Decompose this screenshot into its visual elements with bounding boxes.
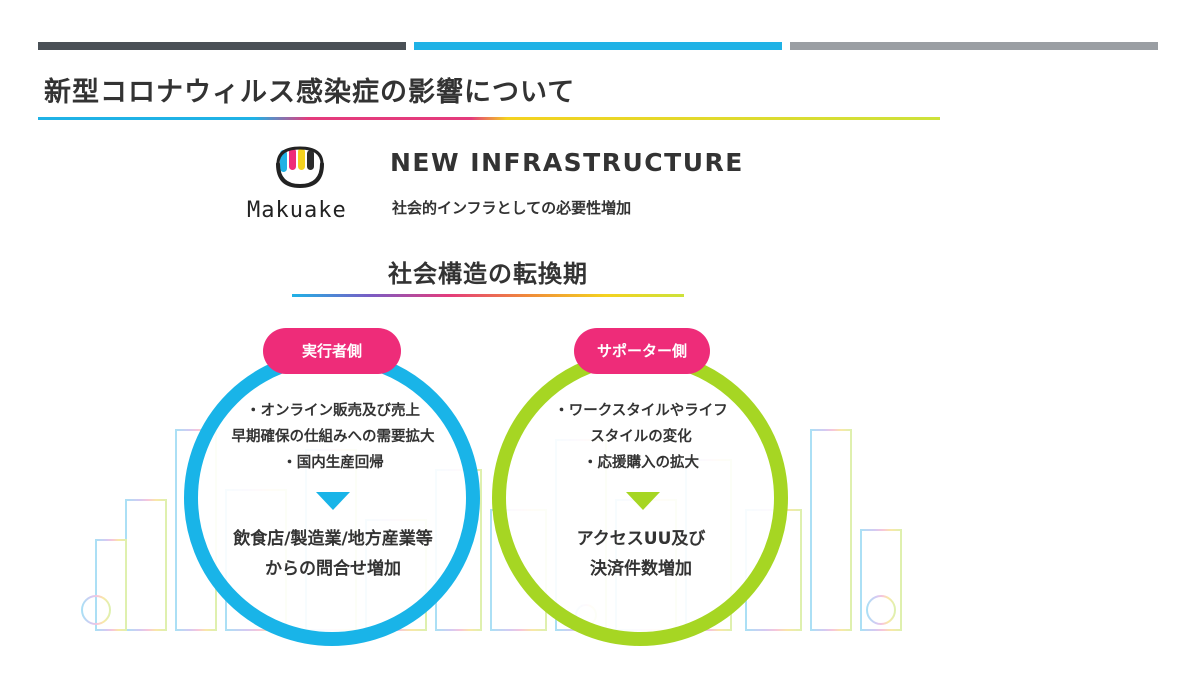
triangle-down-icon <box>626 492 660 510</box>
supporter-result-line: 決済件数増加 <box>590 559 692 579</box>
triangle-down-icon <box>316 492 350 510</box>
title-underline <box>38 117 940 120</box>
executor-bullet: ・国内生産回帰 <box>282 455 384 471</box>
supporter-bullet: ・応援購入の拡大 <box>583 455 699 471</box>
executor-label-badge: 実行者側 <box>263 328 401 374</box>
supporter-bullets: ・ワークスタイルやライフ スタイルの変化 ・応援購入の拡大 <box>498 398 784 476</box>
infra-subline: 社会的インフラとしての必要性増加 <box>392 199 632 217</box>
executor-bullet: 早期確保の仕組みへの需要拡大 <box>231 429 435 445</box>
executor-result-line: 飲食店/製造業/地方産業等 <box>233 529 433 549</box>
logo-wordmark: Makuake <box>247 198 347 223</box>
makuake-logo-icon <box>276 146 324 189</box>
executor-bullets: ・オンライン販売及び売上 早期確保の仕組みへの需要拡大 ・国内生産回帰 <box>190 398 476 476</box>
page-title: 新型コロナウィルス感染症の影響について <box>44 77 576 108</box>
executor-result-line: からの問合せ増加 <box>265 559 401 579</box>
supporter-bullet: ・ワークスタイルやライフ <box>554 403 728 419</box>
infra-headline: NEW INFRASTRUCTURE <box>390 148 744 177</box>
section-title: 社会構造の転換期 <box>388 260 588 288</box>
header-bar-dark <box>38 42 406 50</box>
executor-result: 飲食店/製造業/地方産業等 からの問合せ増加 <box>190 524 476 584</box>
supporter-bullet: スタイルの変化 <box>590 429 692 445</box>
header-bar-gray <box>790 42 1158 50</box>
supporter-result-line: アクセスUU及び <box>576 529 706 549</box>
executor-bullet: ・オンライン販売及び売上 <box>246 403 420 419</box>
header-bar-blue <box>414 42 782 50</box>
supporter-result: アクセスUU及び 決済件数増加 <box>498 524 784 584</box>
supporter-label-badge: サポーター側 <box>574 328 710 374</box>
section-underline <box>292 294 684 297</box>
